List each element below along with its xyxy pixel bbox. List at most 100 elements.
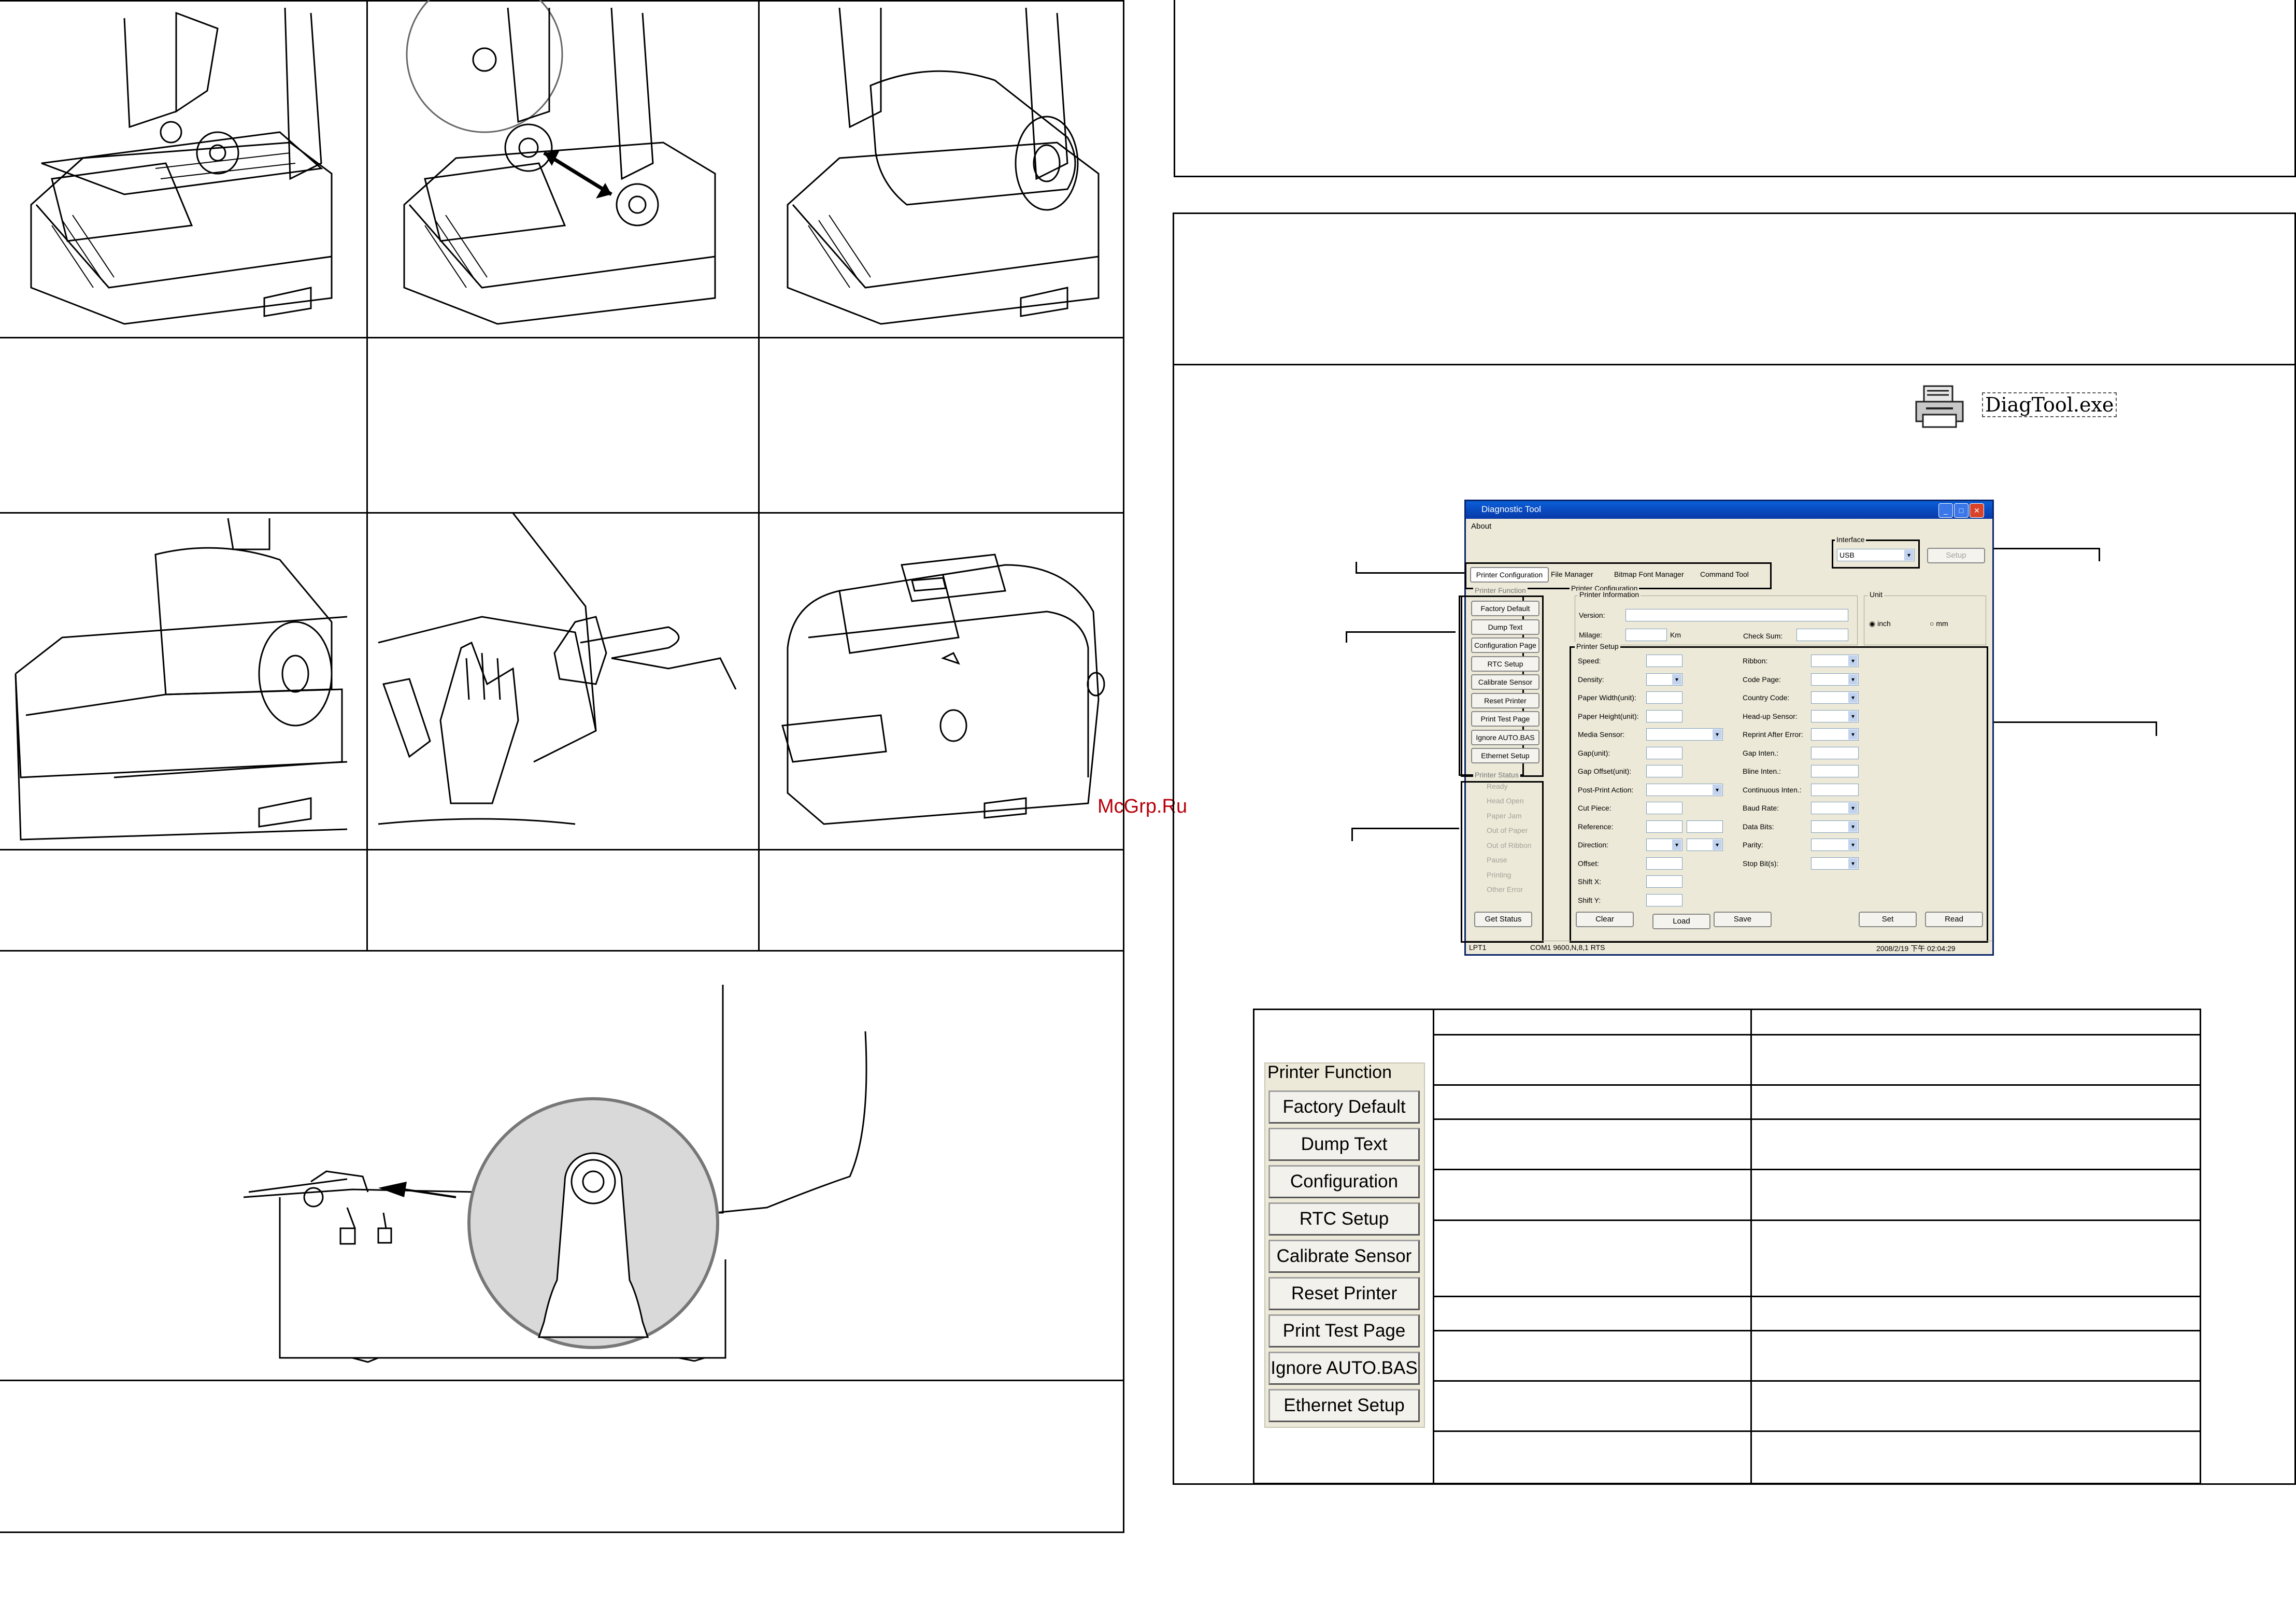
- direction-select[interactable]: [1646, 839, 1682, 851]
- country-code-select[interactable]: [1811, 691, 1859, 704]
- status-ready: Ready: [1487, 782, 1508, 790]
- close-icon[interactable]: ✕: [1970, 503, 1984, 518]
- code-page-select[interactable]: [1811, 673, 1859, 686]
- paper-width-field[interactable]: [1646, 691, 1682, 704]
- version-label: Version:: [1579, 611, 1605, 619]
- unit-mm-label: mm: [1936, 619, 1948, 628]
- ribbon-select[interactable]: [1811, 655, 1859, 667]
- status-printing: Printing: [1487, 871, 1511, 879]
- func-rtc-setup-button[interactable]: RTC Setup: [1471, 656, 1539, 672]
- func-configuration-page-button[interactable]: Configuration Page: [1471, 637, 1539, 653]
- row-divider-2: [0, 512, 1124, 514]
- setup-label-bline-inten: Bline Inten.:: [1743, 767, 1781, 775]
- gap-field[interactable]: [1646, 747, 1682, 759]
- ethernet-setup-button[interactable]: Ethernet Setup: [1268, 1389, 1420, 1422]
- setup-label-shift-y: Shift Y:: [1578, 896, 1601, 904]
- clear-button[interactable]: Clear: [1576, 912, 1634, 927]
- reference-y-field[interactable]: [1687, 820, 1723, 833]
- speed-field[interactable]: [1646, 655, 1682, 667]
- diagtool-icon-label[interactable]: DiagTool.exe: [1982, 392, 2117, 417]
- status-bar-port: LPT1: [1469, 943, 1487, 952]
- version-field[interactable]: [1625, 609, 1848, 621]
- load-button[interactable]: Load: [1652, 914, 1710, 929]
- tab-bitmap-font-manager[interactable]: Bitmap Font Manager: [1614, 570, 1684, 578]
- status-bar-datetime: 2008/2/19 下午 02:04:29: [1876, 944, 1956, 953]
- setup-label-media-sensor: Media Sensor:: [1578, 730, 1625, 739]
- gap-inten-field[interactable]: [1811, 747, 1859, 759]
- setup-label-paper-width: Paper Width(unit):: [1578, 693, 1636, 702]
- parity-select[interactable]: [1811, 839, 1859, 851]
- rtc-setup-button[interactable]: RTC Setup: [1268, 1202, 1420, 1236]
- gap-offset-field[interactable]: [1646, 765, 1682, 777]
- table-row-6: [1433, 1296, 2201, 1297]
- menu-about[interactable]: About: [1471, 522, 1492, 531]
- status-out-of-ribbon: Out of Ribbon: [1487, 841, 1532, 849]
- bline-inten-field[interactable]: [1811, 765, 1859, 777]
- row-divider-5: [0, 1380, 1124, 1381]
- setup-label-stop-bits: Stop Bit(s):: [1743, 859, 1779, 868]
- baud-rate-select[interactable]: [1811, 802, 1859, 814]
- milage-label: Milage:: [1579, 631, 1603, 639]
- head-up-sensor-select[interactable]: [1811, 710, 1859, 722]
- post-print-action-select[interactable]: [1646, 784, 1723, 796]
- func-reset-printer-button[interactable]: Reset Printer: [1471, 693, 1539, 708]
- checksum-field[interactable]: [1796, 629, 1848, 641]
- factory-default-button[interactable]: Factory Default: [1268, 1090, 1420, 1124]
- paper-height-field[interactable]: [1646, 710, 1682, 722]
- set-button[interactable]: Set: [1859, 912, 1917, 927]
- read-button[interactable]: Read: [1925, 912, 1983, 927]
- shift-y-field[interactable]: [1646, 894, 1682, 906]
- density-select[interactable]: [1646, 673, 1682, 686]
- func-ignore-autobas-button[interactable]: Ignore AUTO.BAS: [1471, 730, 1539, 745]
- printer-closed-illustration: [781, 554, 1105, 825]
- tab-printer-configuration[interactable]: Printer Configuration: [1470, 567, 1549, 583]
- setup-label-shift-x: Shift X:: [1578, 877, 1602, 886]
- func-dump-text-button[interactable]: Dump Text: [1471, 619, 1539, 635]
- configuration-page-button[interactable]: Configuration Page: [1268, 1165, 1420, 1222]
- setup-label-gap: Gap(unit):: [1578, 749, 1610, 757]
- maximize-icon[interactable]: □: [1954, 503, 1969, 518]
- func-ethernet-setup-button[interactable]: Ethernet Setup: [1471, 748, 1539, 763]
- setup-label-parity: Parity:: [1743, 841, 1763, 849]
- printer-status-title: Printer Status: [1473, 771, 1520, 779]
- milage-field[interactable]: [1625, 629, 1667, 641]
- calibrate-sensor-button[interactable]: Calibrate Sensor: [1268, 1240, 1420, 1273]
- paper-through-guides-illustration: [15, 518, 348, 841]
- section-header-divider: [1173, 364, 2296, 365]
- callout-function: [1346, 631, 1347, 643]
- reprint-after-error-select[interactable]: [1811, 728, 1859, 741]
- media-sensor-select[interactable]: [1646, 728, 1723, 741]
- callout-tabs: [1356, 562, 1357, 573]
- callout-interface: [2099, 548, 2100, 561]
- print-test-page-button[interactable]: Print Test Page: [1268, 1314, 1420, 1348]
- callout-interface-h: [1925, 548, 2100, 549]
- data-bits-select[interactable]: [1811, 820, 1859, 833]
- interface-select[interactable]: USB ▾: [1837, 549, 1915, 561]
- func-factory-default-button[interactable]: Factory Default: [1471, 601, 1539, 616]
- func-calibrate-sensor-button[interactable]: Calibrate Sensor: [1471, 674, 1539, 690]
- callout-setup-h: [1986, 721, 2157, 723]
- unit-mm-radio[interactable]: ○ mm: [1930, 619, 1948, 628]
- minimize-icon[interactable]: _: [1938, 503, 1953, 518]
- table-row-3: [1433, 1118, 2201, 1120]
- callout-function-h: [1346, 631, 1456, 633]
- tab-command-tool[interactable]: Command Tool: [1700, 570, 1749, 578]
- func-print-test-page-button[interactable]: Print Test Page: [1471, 711, 1539, 727]
- unit-inch-radio[interactable]: ◉ inch: [1869, 619, 1891, 628]
- get-status-button[interactable]: Get Status: [1474, 912, 1532, 927]
- setup-button[interactable]: Setup: [1927, 548, 1985, 563]
- save-button[interactable]: Save: [1714, 912, 1772, 927]
- cut-piece-field[interactable]: [1646, 802, 1682, 814]
- setup-label-direction: Direction:: [1578, 841, 1609, 849]
- stop-bits-select[interactable]: [1811, 857, 1859, 870]
- shift-x-field[interactable]: [1646, 875, 1682, 888]
- tab-file-manager[interactable]: File Manager: [1551, 570, 1593, 578]
- offset-field[interactable]: [1646, 857, 1682, 870]
- reference-x-field[interactable]: [1646, 820, 1682, 833]
- reset-printer-button[interactable]: Reset Printer: [1268, 1277, 1420, 1310]
- mirror-select[interactable]: [1687, 839, 1723, 851]
- dump-text-button[interactable]: Dump Text: [1268, 1128, 1420, 1161]
- ignore-autobas-button[interactable]: Ignore AUTO.BAS: [1268, 1352, 1420, 1385]
- continuous-inten-field[interactable]: [1811, 784, 1859, 796]
- left-border-right: [1123, 0, 1124, 1533]
